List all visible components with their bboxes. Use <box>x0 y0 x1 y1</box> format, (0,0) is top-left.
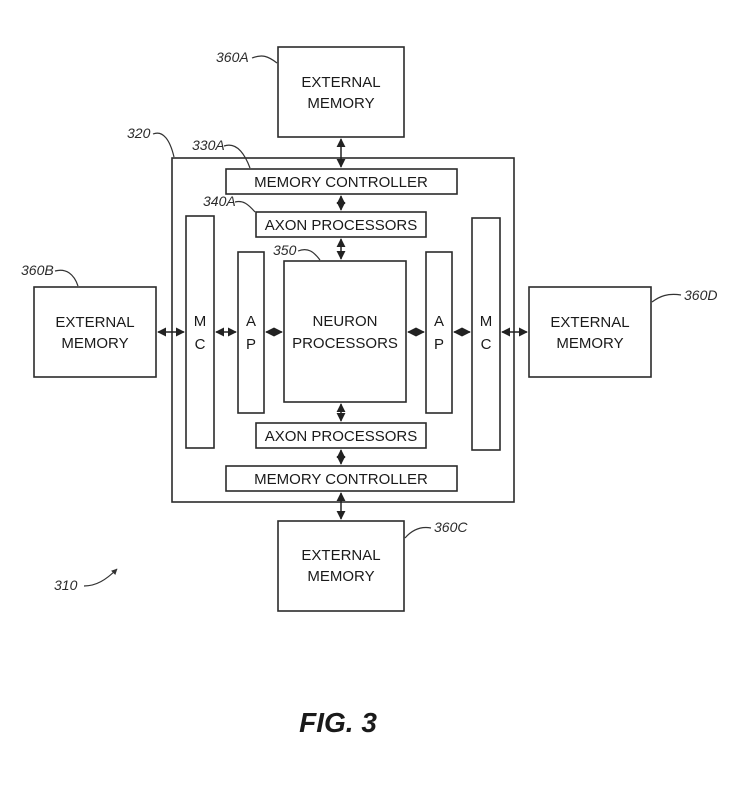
external-memory-right-line2: MEMORY <box>556 335 623 352</box>
external-memory-bottom-line1: EXTERNAL <box>301 547 380 564</box>
ap-right-letter-a: A <box>434 313 444 330</box>
external-memory-right: EXTERNAL MEMORY <box>528 286 652 378</box>
external-memory-top-line1: EXTERNAL <box>301 74 380 91</box>
external-memory-left: EXTERNAL MEMORY <box>33 286 157 378</box>
leader-360d <box>651 293 682 303</box>
axon-processors-bottom: AXON PROCESSORS <box>255 422 427 449</box>
memory-controller-bottom: MEMORY CONTROLLER <box>225 465 458 492</box>
ref-360d: 360D <box>684 287 717 303</box>
ref-330a: 330A <box>192 137 225 153</box>
axon-processors-top: AXON PROCESSORS <box>255 211 427 238</box>
leader-360c <box>404 526 432 539</box>
external-memory-left-line2: MEMORY <box>61 335 128 352</box>
axon-processor-right: A P <box>425 251 453 414</box>
neuron-processors-line2: PROCESSORS <box>292 335 398 352</box>
external-memory-bottom: EXTERNAL MEMORY <box>277 520 405 612</box>
memory-controller-bottom-label: MEMORY CONTROLLER <box>254 471 428 488</box>
leader-340a <box>234 200 256 213</box>
memory-controller-top: MEMORY CONTROLLER <box>225 168 458 195</box>
mc-right-letter-m: M <box>480 313 493 330</box>
ap-left-letter-p: P <box>246 336 256 353</box>
figure-caption: FIG. 3 <box>299 707 377 738</box>
ref-360a: 360A <box>216 49 249 65</box>
leader-330a <box>223 144 251 169</box>
ref-320: 320 <box>127 125 151 141</box>
ref-360b: 360B <box>21 262 54 278</box>
external-memory-bottom-line2: MEMORY <box>307 568 374 585</box>
external-memory-top-line2: MEMORY <box>307 95 374 112</box>
leader-350 <box>297 248 321 261</box>
leader-320 <box>152 132 175 158</box>
axon-processor-left: A P <box>237 251 265 414</box>
mc-right-letter-c: C <box>481 336 492 353</box>
memory-controller-top-label: MEMORY CONTROLLER <box>254 174 428 191</box>
ref-310: 310 <box>54 577 78 593</box>
external-memory-left-line1: EXTERNAL <box>55 314 134 331</box>
ref-340a: 340A <box>203 193 236 209</box>
axon-processors-top-label: AXON PROCESSORS <box>265 217 418 234</box>
leader-360b <box>54 269 79 287</box>
neuron-processors-line1: NEURON <box>312 313 377 330</box>
mc-left-letter-c: C <box>195 336 206 353</box>
external-memory-right-line1: EXTERNAL <box>550 314 629 331</box>
neuron-processors: NEURON PROCESSORS <box>283 260 407 403</box>
axon-processors-bottom-label: AXON PROCESSORS <box>265 428 418 445</box>
leader-360a <box>251 55 278 64</box>
leader-310 <box>83 568 118 587</box>
memory-controller-left: M C <box>185 215 215 449</box>
ap-left-letter-a: A <box>246 313 256 330</box>
ap-right-letter-p: P <box>434 336 444 353</box>
memory-controller-right: M C <box>471 217 501 451</box>
ref-350: 350 <box>273 242 297 258</box>
mc-left-letter-m: M <box>194 313 207 330</box>
ref-360c: 360C <box>434 519 468 535</box>
external-memory-top: EXTERNAL MEMORY <box>277 46 405 138</box>
